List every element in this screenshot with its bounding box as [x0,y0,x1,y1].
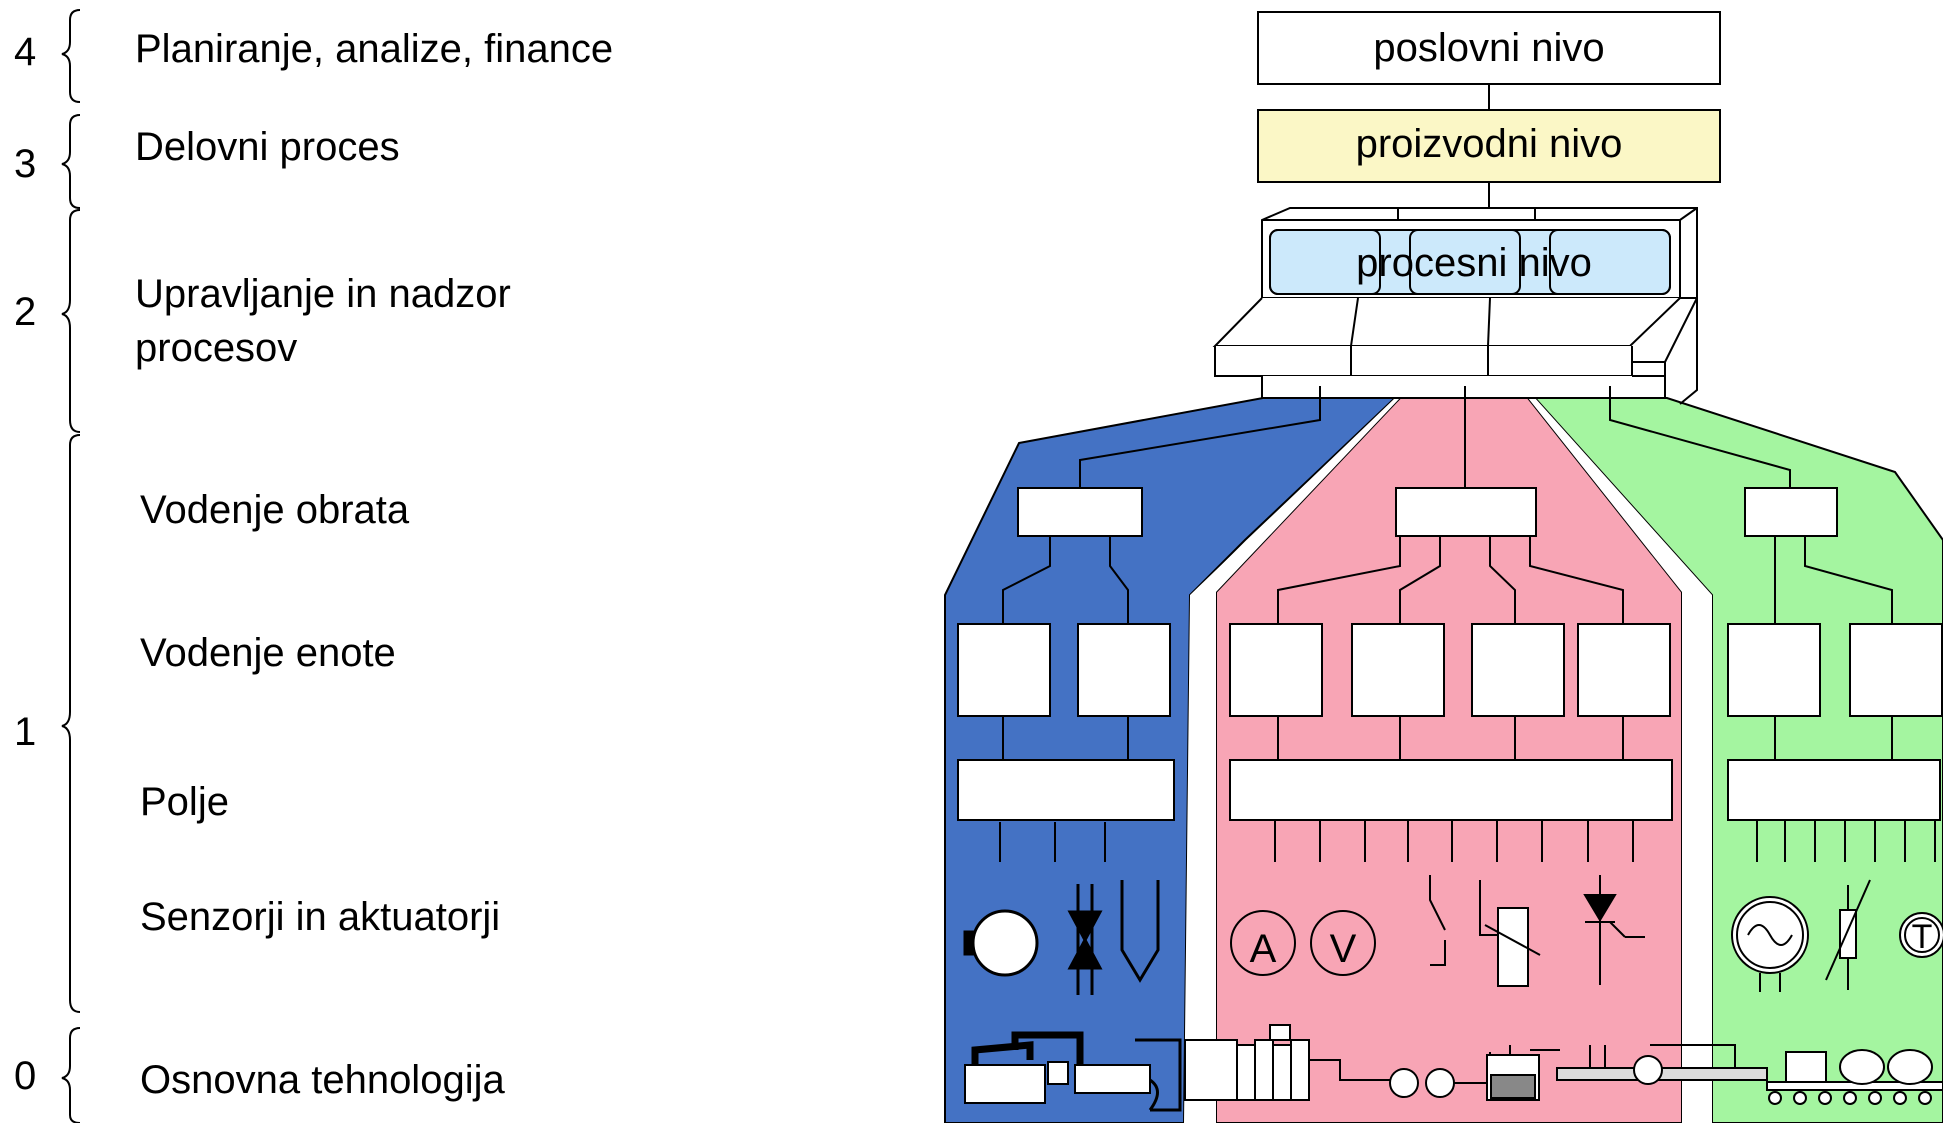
level-1-number: 1 [14,710,37,754]
voltmeter-label: V [1330,927,1357,971]
control-tree [999,386,1936,862]
business-level-box [1257,11,1721,85]
level-braces [61,9,81,1123]
pink-plant-box [1395,487,1537,537]
process-level-text: procesni nivo [1356,241,1592,285]
green-unit-box-2 [1849,623,1943,717]
voltmeter-icon [1310,910,1376,976]
blue-unit-box-2 [1077,623,1171,717]
pink-field-box [1229,759,1673,821]
green-plant-box [1744,487,1838,537]
blue-field-box [957,759,1175,821]
brace-level-2 [61,209,81,433]
blue-unit-box-1 [957,623,1051,717]
ammeter-icon [1230,910,1296,976]
business-level-text: poslovni nivo [1373,26,1604,70]
probe-icon [1120,880,1160,983]
blue-plant-box [1017,487,1143,537]
temperature-sensor-icon [1899,912,1943,958]
green-field-box [1727,759,1941,821]
level-4-number: 4 [14,30,37,74]
production-level-text: proizvodni nivo [1356,122,1623,166]
level-1-senzorji: Senzorji in aktuatorji [140,895,501,939]
level-3-label: Delovni proces [135,125,400,169]
brace-level-1 [61,434,81,1013]
valve-icon [1067,884,1103,995]
variable-resistor-icon [1825,879,1871,990]
level-2-label-line2: procesov [135,326,298,370]
basic-technology-equipment [964,1024,1943,1112]
motor-icon [963,909,1039,977]
pink-unit-box-4 [1577,623,1671,717]
ac-source-icon [1731,896,1809,992]
brace-level-0 [61,1027,81,1123]
control-boxes [957,487,1943,821]
level-4-label: Planiranje, analize, finance [135,27,614,71]
pink-unit-box-2 [1351,623,1445,717]
switch-icon [1429,875,1446,966]
relay-icon [1479,880,1541,987]
level-1-vodenje-enote: Vodenje enote [140,631,396,675]
process-level-cabinet [1212,207,1698,405]
level-1-vodenje-obrata: Vodenje obrata [140,488,410,532]
level-2-number: 2 [14,290,37,334]
level-0-label: Osnovna tehnologija [140,1058,505,1102]
level-2-label-line1: Upravljanje in nadzor [135,272,511,316]
pink-unit-box-3 [1471,623,1565,717]
production-level-box [1257,109,1721,183]
level-3-number: 3 [14,142,37,186]
brace-level-4 [61,9,81,103]
pink-unit-box-1 [1229,623,1323,717]
thyristor-icon [1583,875,1645,985]
green-unit-box-1 [1727,623,1821,717]
level-1-polje: Polje [140,780,229,824]
level-0-number: 0 [14,1054,37,1098]
ammeter-label: A [1250,927,1277,971]
brace-level-3 [61,114,81,209]
temperature-label: T [1912,918,1933,956]
